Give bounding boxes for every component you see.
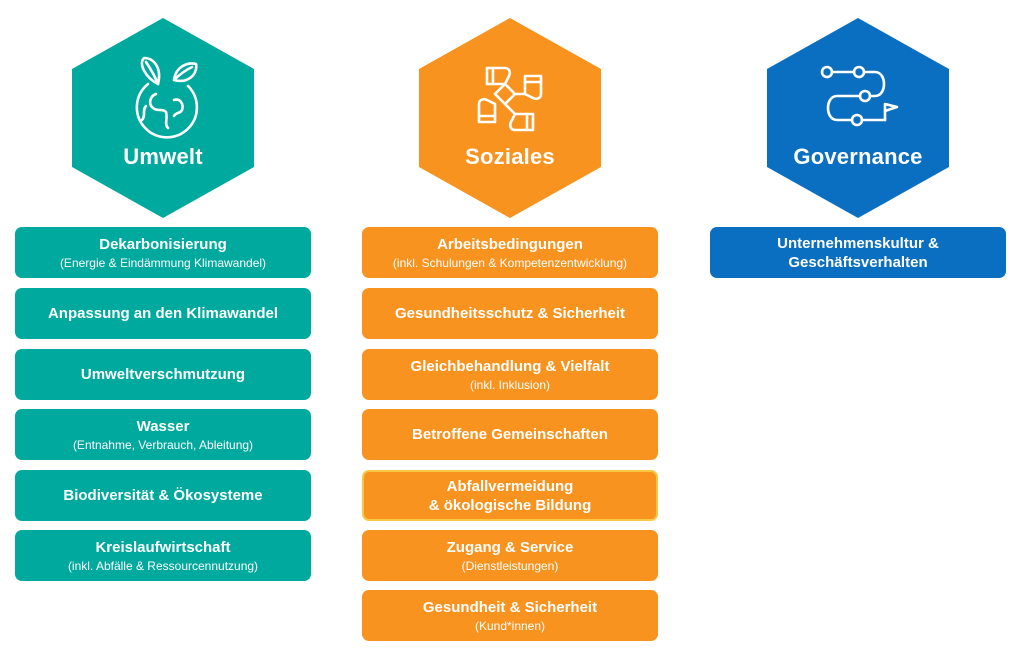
hexagon-title: Umwelt — [123, 144, 203, 169]
topic-box: Unternehmenskultur & Geschäftsverhalten — [710, 227, 1006, 278]
hexagon-shape — [767, 18, 949, 218]
topic-box: Zugang & Service (Dienstleistungen) — [362, 530, 658, 581]
hexagon-title: Governance — [793, 144, 923, 169]
joined-hands-icon — [477, 66, 543, 132]
route-flag-icon — [820, 65, 899, 127]
topic-box: Gesundheit & Sicherheit (Kund*innen) — [362, 590, 658, 641]
topic-box: Anpassung an den Klimawandel — [15, 288, 311, 339]
topic-box: Betroffene Gemeinschaften — [362, 409, 658, 460]
topic-box: Arbeitsbedingungen (inkl. Schulungen & K… — [362, 227, 658, 278]
topic-box: Gesundheitsschutz & Sicherheit — [362, 288, 658, 339]
topic-box: Dekarbonisierung (Energie & Eindämmung K… — [15, 227, 311, 278]
topic-box: Gleichbehandlung & Vielfalt (inkl. Inklu… — [362, 349, 658, 400]
topic-box: Biodiversität & Ökosysteme — [15, 470, 311, 521]
hexagon-shape — [72, 18, 254, 218]
hexagon-soziales: Soziales — [415, 16, 605, 220]
hexagon-title: Soziales — [465, 144, 555, 169]
topic-box-highlighted: Abfallvermeidung & ökologische Bildung — [362, 470, 658, 521]
topic-box: Umweltverschmutzung — [15, 349, 311, 400]
topic-box: Kreislaufwirtschaft (inkl. Abfälle & Res… — [15, 530, 311, 581]
hexagon-governance: Governance — [763, 16, 953, 220]
earth-leaves-icon — [135, 56, 199, 139]
topic-box: Wasser (Entnahme, Verbrauch, Ableitung) — [15, 409, 311, 460]
hexagon-shape — [419, 18, 601, 218]
hexagon-umwelt: Umwelt — [68, 16, 258, 220]
